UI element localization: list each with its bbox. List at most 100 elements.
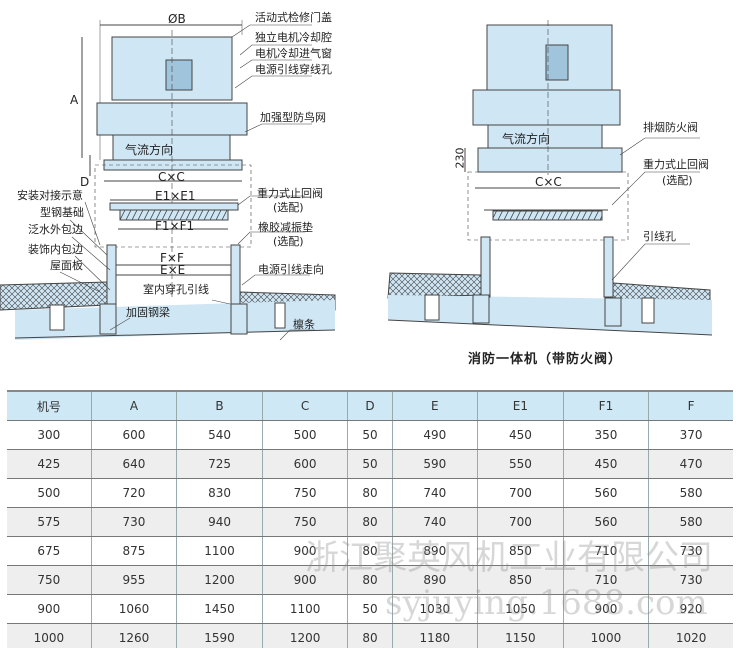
table-cell: 890 — [391, 536, 478, 566]
dim-ee: E×E — [160, 263, 186, 277]
installation-diagrams — [0, 20, 713, 341]
label-install-sketch: 安装对接示意 — [17, 189, 83, 202]
table-cell: 710 — [562, 536, 649, 566]
right-dim-cc: C×C — [535, 175, 562, 189]
table-cell: 1450 — [176, 594, 263, 624]
table-cell: 470 — [648, 449, 733, 479]
column-header: A — [90, 390, 177, 421]
table-cell: 580 — [648, 507, 733, 537]
table-cell: 80 — [347, 623, 393, 648]
table-cell: 540 — [176, 420, 263, 450]
table-cell: 940 — [176, 507, 263, 537]
table-cell: 550 — [477, 449, 564, 479]
table-cell: 900 — [7, 594, 92, 624]
table-cell: 640 — [90, 449, 177, 479]
table-cell: 450 — [562, 449, 649, 479]
table-cell: 725 — [176, 449, 263, 479]
table-cell: 500 — [261, 420, 348, 450]
label-motor-cooling-chamber: 独立电机冷却腔 — [255, 31, 332, 44]
label-check-valve: 重力式止回阀 — [257, 187, 323, 200]
label-right-check-valve: 重力式止回阀 — [643, 158, 709, 171]
table-cell: 580 — [648, 478, 733, 508]
table-cell: 1030 — [391, 594, 478, 624]
dim-cc: C×C — [158, 170, 185, 184]
label-right-optional: (选配) — [662, 174, 693, 187]
table-cell: 560 — [562, 507, 649, 537]
label-outer-flashing: 泛水外包边 — [28, 223, 83, 236]
column-header: F1 — [562, 390, 649, 421]
dim-b: ØB — [168, 12, 186, 26]
dim-f1: F1×F1 — [155, 219, 195, 233]
table-cell: 750 — [261, 507, 348, 537]
label-steel-beam: 加固钢梁 — [126, 306, 170, 319]
table-cell: 900 — [562, 594, 649, 624]
airflow-label: 气流方向 — [125, 143, 174, 157]
table-cell: 750 — [261, 478, 348, 508]
table-cell: 50 — [347, 420, 393, 450]
table-cell: 80 — [347, 507, 393, 537]
table-cell: 1200 — [261, 623, 348, 648]
table-cell: 730 — [648, 536, 733, 566]
table-cell: 80 — [347, 565, 393, 595]
table-cell: 710 — [562, 565, 649, 595]
table-cell: 450 — [477, 420, 564, 450]
table-cell: 1100 — [176, 536, 263, 566]
right-airflow-label: 气流方向 — [502, 132, 551, 146]
column-header: 机号 — [7, 390, 92, 421]
table-cell: 50 — [347, 449, 393, 479]
left-fan-diagram — [0, 20, 336, 340]
table-cell: 955 — [90, 565, 177, 595]
table-cell: 1590 — [176, 623, 263, 648]
right-fan-diagram — [387, 20, 713, 336]
table-cell: 590 — [391, 449, 478, 479]
table-cell: 500 — [7, 478, 92, 508]
label-steel-base: 型钢基础 — [40, 206, 84, 219]
table-cell: 1020 — [648, 623, 733, 648]
label-lead-hole: 引线孔 — [643, 230, 676, 243]
table-cell: 1180 — [391, 623, 478, 648]
dim-d: D — [80, 175, 90, 189]
table-cell: 700 — [477, 478, 564, 508]
table-cell: 1260 — [90, 623, 177, 648]
table-cell: 1050 — [477, 594, 564, 624]
table-cell: 720 — [90, 478, 177, 508]
column-header: F — [648, 390, 733, 421]
table-cell: 560 — [562, 478, 649, 508]
label-cooling-intake: 电机冷却进气窗 — [255, 47, 332, 60]
table-cell: 490 — [391, 420, 478, 450]
table-cell: 1100 — [261, 594, 348, 624]
table-cell: 50 — [347, 594, 393, 624]
table-cell: 1060 — [90, 594, 177, 624]
table-cell: 1200 — [176, 565, 263, 595]
label-rubber-damper: 橡胶减振垫 — [258, 221, 313, 234]
table-cell: 920 — [648, 594, 733, 624]
dim-a: A — [70, 93, 79, 107]
table-cell: 300 — [7, 420, 92, 450]
right-dim-230: 230 — [453, 147, 467, 169]
label-indoor-cable: 室内穿孔引线 — [143, 283, 209, 296]
label-cable-route: 电源引线走向 — [258, 263, 324, 276]
table-cell: 830 — [176, 478, 263, 508]
table-cell: 80 — [347, 536, 393, 566]
label-inner-trim: 装饰内包边 — [28, 243, 83, 256]
label-optional-2: (选配) — [273, 235, 304, 248]
table-cell: 850 — [477, 565, 564, 595]
table-cell: 1000 — [562, 623, 649, 648]
table-cell: 370 — [648, 420, 733, 450]
column-header: E — [391, 390, 478, 421]
table-cell: 890 — [391, 565, 478, 595]
leader-lines — [59, 24, 700, 341]
table-cell: 750 — [7, 565, 92, 595]
table-cell: 700 — [477, 507, 564, 537]
label-access-door: 活动式检修门盖 — [255, 11, 332, 24]
label-roof-panel: 屋面板 — [50, 259, 83, 272]
table-cell: 350 — [562, 420, 649, 450]
